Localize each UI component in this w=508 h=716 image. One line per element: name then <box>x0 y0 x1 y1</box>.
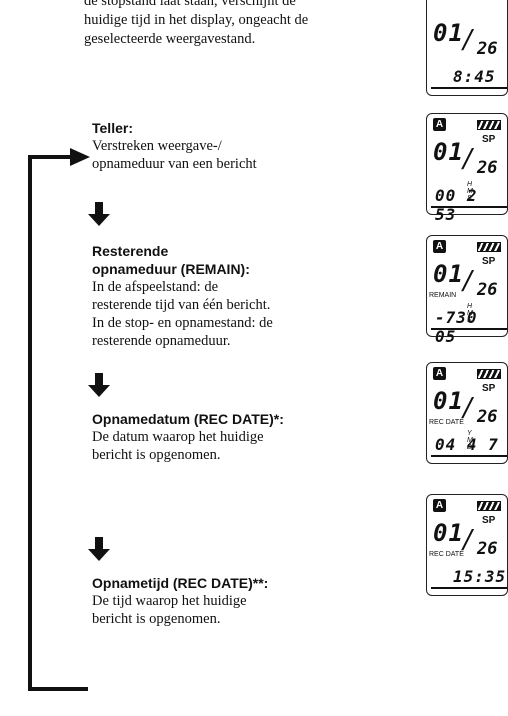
folder-a-badge: A <box>433 118 446 131</box>
section-body-line: bericht is opgenomen. <box>92 611 221 627</box>
battery-icon <box>477 501 501 511</box>
battery-icon <box>477 369 501 379</box>
lcd-rec-date-label: REC DATE <box>429 419 464 426</box>
lcd-underline <box>431 455 507 457</box>
section-body-line: De tijd waarop het huidige <box>92 593 247 609</box>
lcd-total-messages: 26 <box>477 39 498 59</box>
section-body-line: resterende opnameduur. <box>92 333 231 349</box>
section-rec-date: Opnamedatum (REC DATE)*: De datum waarop… <box>92 410 367 464</box>
down-arrow-icon <box>88 537 110 561</box>
section-body-line: In de stop- en opnamestand: de <box>92 315 273 331</box>
lcd-underline <box>431 87 507 89</box>
lcd-display-current-time: 01 / 26 8:45 <box>426 0 508 96</box>
lcd-unit-labels: H M S <box>467 303 483 324</box>
lcd-display-rec-date: A SP 01 / 26 REC DATE Y M D 04 4 7 <box>426 362 508 464</box>
lcd-mode: SP <box>482 134 496 145</box>
lcd-mode: SP <box>482 515 496 526</box>
section-rec-time: Opnametijd (REC DATE)**: De tijd waarop … <box>92 574 367 628</box>
lcd-readout: 15:35 <box>453 567 507 586</box>
lcd-total-messages: 26 <box>477 158 498 178</box>
lcd-readout: 04 4 7 <box>435 435 499 454</box>
lcd-total-messages: 26 <box>477 539 498 559</box>
lcd-slash: / <box>463 25 472 55</box>
section-title: Resterende <box>92 243 169 259</box>
section-counter: Teller: Verstreken weergave-/ opnameduur… <box>92 119 367 173</box>
lcd-readout: 00 2 53 <box>435 186 478 224</box>
section-body-line: Verstreken weergave-/ <box>92 138 222 154</box>
loop-arrow-head-icon <box>70 148 90 166</box>
lcd-slash: / <box>463 393 472 423</box>
section-body-line: In de afspeelstand: de <box>92 279 219 295</box>
lcd-message-number: 01 <box>433 19 464 47</box>
lcd-display-counter: A SP 01 / 26 H M S 00 2 53 <box>426 113 508 224</box>
down-arrow-icon <box>88 202 110 226</box>
section-body-line: De datum waarop het huidige <box>92 429 264 445</box>
section-title: Opnamedatum (REC DATE)*: <box>92 411 284 427</box>
battery-icon <box>477 120 501 130</box>
lcd-mode: SP <box>482 383 496 394</box>
lcd-total-messages: 26 <box>477 280 498 300</box>
lcd-underline <box>431 328 507 330</box>
down-arrow-icon <box>88 373 110 397</box>
lcd-underline <box>431 587 507 589</box>
loop-bracket-top <box>28 155 74 159</box>
lcd-total-messages: 26 <box>477 407 498 427</box>
lcd-underline <box>431 206 507 208</box>
lcd-message-number: 01 <box>433 387 464 415</box>
section-title: opnameduur (REMAIN): <box>92 261 250 277</box>
intro-line: huidige tijd in het display, ongeacht de <box>84 12 309 28</box>
section-body-line: opnameduur van een bericht <box>92 156 257 172</box>
folder-a-badge: A <box>433 367 446 380</box>
lcd-message-number: 01 <box>433 260 464 288</box>
lcd-readout: 8:45 <box>453 67 496 86</box>
intro-line: geselecteerde weergavestand. <box>84 31 256 47</box>
section-body-line: bericht is opgenomen. <box>92 447 221 463</box>
intro-line: de stopstand laat staan, verschijnt de <box>84 0 296 9</box>
lcd-display-remain: A SP 01 / 26 REMAIN H M S -730 05 <box>426 235 508 346</box>
lcd-message-number: 01 <box>433 138 464 166</box>
lcd-slash: / <box>463 144 472 174</box>
lcd-readout: -730 05 <box>435 308 478 346</box>
folder-a-badge: A <box>433 240 446 253</box>
loop-bracket-bottom <box>28 687 88 691</box>
lcd-mode: SP <box>482 256 496 267</box>
lcd-display-rec-time: A SP 01 / 26 REC DATE 15:35 <box>426 494 508 596</box>
lcd-unit-labels: H M S <box>467 181 483 202</box>
intro-paragraph: de stopstand laat staan, verschijnt de h… <box>84 0 354 49</box>
loop-bracket-vertical <box>28 155 32 691</box>
lcd-message-number: 01 <box>433 519 464 547</box>
lcd-rec-date-label: REC DATE <box>429 551 464 558</box>
section-remain: Resterende opnameduur (REMAIN): In de af… <box>92 242 367 350</box>
lcd-slash: / <box>463 525 472 555</box>
section-body-line: resterende tijd van één bericht. <box>92 297 271 313</box>
lcd-unit-labels: Y M D <box>467 430 483 451</box>
lcd-remain-label: REMAIN <box>429 292 457 299</box>
section-title: Teller: <box>92 120 133 136</box>
battery-icon <box>477 242 501 252</box>
folder-a-badge: A <box>433 499 446 512</box>
section-title: Opnametijd (REC DATE)**: <box>92 575 269 591</box>
lcd-slash: / <box>463 266 472 296</box>
